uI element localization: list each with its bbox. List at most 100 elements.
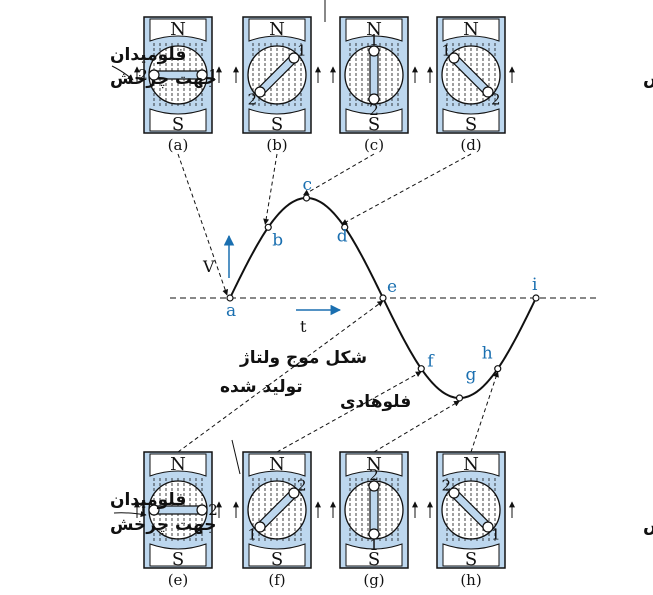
field-flux-leader-top (111, 65, 134, 81)
armature-coil (254, 487, 300, 533)
coil-end-label: 2 (491, 91, 501, 109)
south-pole-piece (345, 543, 403, 567)
coil-end-label: 1 (297, 41, 307, 59)
panel-label: (f) (268, 571, 285, 589)
coil-end-label: 1 (369, 536, 379, 554)
generator-panel-a: N S 2 1 (a) (134, 16, 222, 154)
wave-point-c (302, 194, 311, 202)
south-pole-piece (149, 108, 207, 132)
wave-point-f (417, 365, 425, 373)
wave-point-label-d: d (337, 226, 348, 246)
linkage-flux-label: فلوهادی (340, 392, 411, 412)
north-pole-piece (248, 453, 306, 477)
wave-point-label-e: e (387, 277, 397, 297)
south-label: S (271, 114, 283, 135)
generator-panel-b: N S2 1 (b) (233, 16, 321, 154)
north-pole-piece (345, 18, 403, 42)
north-label: N (170, 19, 186, 40)
south-pole-piece (248, 108, 306, 132)
wave-point-label-b: b (272, 230, 283, 250)
south-label: S (465, 549, 477, 570)
field-flux-label-bottom: فلومیدان (110, 490, 186, 510)
panel-label: (a) (168, 136, 189, 154)
panel-label: (g) (363, 571, 384, 589)
coil-end-label: 2 (138, 66, 148, 84)
wave-point-h (494, 365, 502, 373)
south-label: S (172, 114, 184, 135)
voltage-axis-label: V (202, 257, 215, 276)
armature-coil (368, 480, 380, 540)
wave-point-a (226, 294, 234, 302)
coil-end-label: 1 (247, 526, 257, 544)
wave-point-b (264, 223, 272, 231)
coil-end-label: 2 (208, 501, 218, 519)
north-label: N (463, 19, 479, 40)
coil-end-label: 2 (369, 466, 379, 484)
north-pole-piece (149, 453, 207, 477)
wave-point-e (379, 294, 387, 302)
north-label: N (366, 454, 382, 475)
south-pole-piece (442, 543, 500, 567)
connector-top-a (177, 153, 229, 296)
generator-panel-e: N S 1 2 (e) (134, 451, 222, 589)
coil-end-label: 1 (491, 526, 501, 544)
rotation-label-top-right: جهت چرخش (643, 69, 653, 89)
north-pole-piece (442, 453, 500, 477)
wave-point-label-a: a (226, 301, 236, 321)
coil-end-label: 1 (369, 31, 379, 49)
armature-coil (368, 45, 380, 105)
north-label: N (366, 19, 382, 40)
coil-end-label: 2 (247, 91, 257, 109)
generator-panel-g: N S1 2 (g) (330, 451, 418, 589)
connector-bottom-g (373, 400, 461, 453)
south-pole-piece (248, 543, 306, 567)
field-flux-leader-bottom (113, 511, 147, 518)
wave-point-g (455, 394, 464, 402)
connector-top-c (302, 153, 375, 196)
panel-connectors (177, 153, 499, 453)
connector-bottom-e (177, 300, 384, 453)
north-pole-piece (345, 453, 403, 477)
coil-end-label: 1 (138, 501, 148, 519)
coil-end-label: 1 (441, 41, 451, 59)
waveform-caption-line2: تولید شده (220, 377, 303, 397)
panel-label: (e) (168, 571, 189, 589)
armature-coil (148, 69, 208, 81)
connector-bottom-h (470, 371, 499, 453)
south-label: S (465, 114, 477, 135)
panel-label: (b) (266, 136, 287, 154)
armature-coil (148, 504, 208, 516)
south-label: S (271, 549, 283, 570)
south-label: S (368, 549, 380, 570)
north-label: N (269, 19, 285, 40)
panel-label: (h) (460, 571, 481, 589)
generator-panel-d: N S2 1 (d) (427, 16, 515, 154)
pointer-line-bottom (231, 439, 241, 475)
north-pole-piece (149, 18, 207, 42)
north-label: N (170, 454, 186, 475)
wave-point-label-f: f (427, 352, 435, 372)
connector-top-d (341, 153, 472, 225)
coil-end-label: 1 (208, 66, 218, 84)
wave-point-i (532, 294, 540, 302)
north-pole-piece (248, 18, 306, 42)
south-pole-piece (149, 543, 207, 567)
south-label: S (172, 549, 184, 570)
rotation-label-top-left: جهت چرخش (110, 69, 217, 89)
north-label: N (269, 454, 285, 475)
south-pole-piece (345, 108, 403, 132)
wave-point-label-h: h (482, 344, 493, 364)
waveform-caption-line1: شکل موج ولتاژ (239, 348, 367, 368)
connector-top-b (263, 153, 278, 225)
armature-coil (448, 487, 494, 533)
field-flux-label-top: فلومیدان (110, 45, 186, 65)
south-label: S (368, 114, 380, 135)
panel-label: (d) (460, 136, 481, 154)
rotation-label-bottom-right: جهت چرخش (643, 516, 653, 536)
wave-point-label-c: c (303, 175, 313, 195)
